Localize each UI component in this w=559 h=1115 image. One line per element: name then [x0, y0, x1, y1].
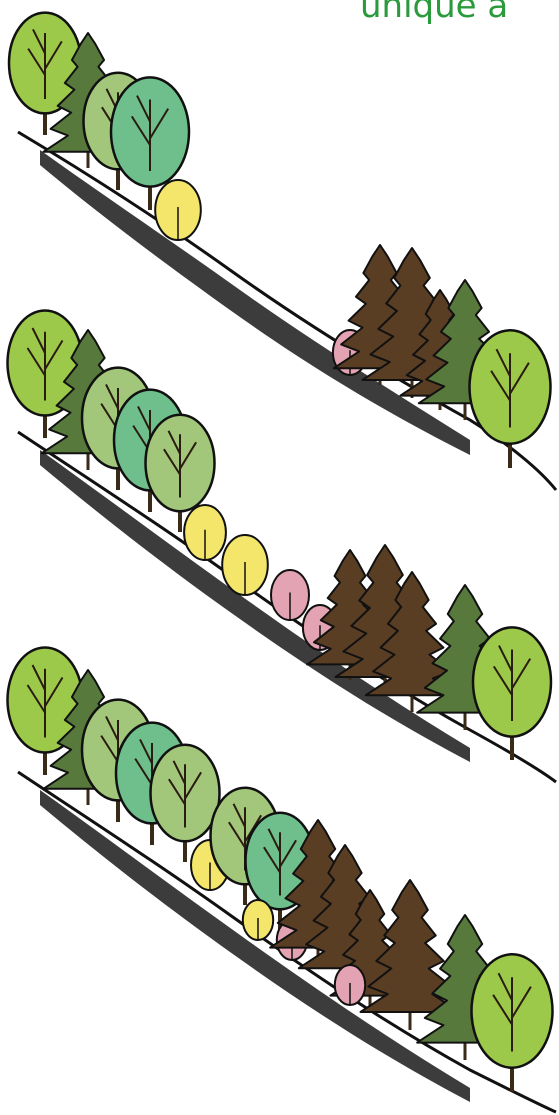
panel-bottom: [8, 648, 557, 1113]
tree-yellow: [184, 505, 226, 560]
tree-yellow: [155, 180, 201, 240]
tree-pink: [271, 570, 309, 620]
tree-light-green: [473, 627, 551, 760]
tree-pink: [335, 965, 365, 1005]
tree-yellow: [243, 900, 273, 940]
tree-light-green: [472, 954, 553, 1092]
tree-light-green: [470, 330, 551, 468]
tree-yellow: [222, 535, 268, 595]
